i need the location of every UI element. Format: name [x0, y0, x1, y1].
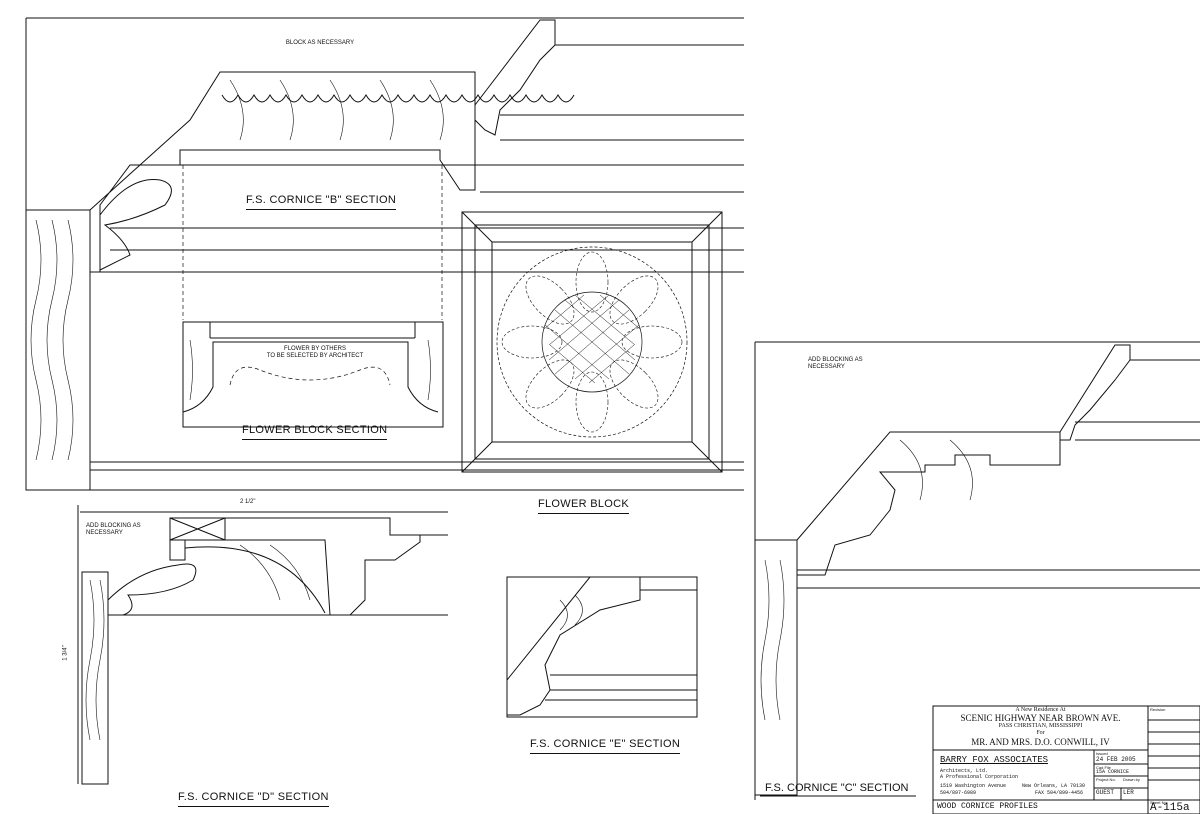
firm-city: New Orleans, LA 70130 [1022, 783, 1086, 789]
flower-block-section-label: FLOWER BLOCK SECTION [242, 424, 388, 440]
firm-name: BARRY FOX ASSOCIATES [940, 755, 1049, 765]
block-note: BLOCK AS NECESSARY [285, 40, 355, 46]
cornice-e-drawing [506, 576, 698, 718]
blocking-note-d: ADD BLOCKING AS NECESSARY [86, 523, 141, 536]
dimension-width: 2 1/2" [240, 499, 256, 505]
cornice-c-label: F.S. CORNICE "C" SECTION [765, 782, 909, 794]
flower-note-line1: FLOWER BY OTHERS [284, 346, 346, 352]
blocking-note-c: ADD BLOCKING AS NECESSARY [808, 357, 863, 370]
project-name: SCENIC HIGHWAY NEAR BROWN AVE. [960, 713, 1121, 723]
for-label: For [1036, 730, 1045, 736]
firm-line2: A Professional Corporation [940, 774, 1019, 780]
project-location: PASS CHRISTIAN, MISSISSIPPI [998, 723, 1083, 729]
cad-value: 15A CORNICE [1096, 769, 1130, 775]
revision-label: Revision [1150, 707, 1166, 712]
title-block-frame [932, 705, 1200, 814]
drawn-label: Drawn by [1123, 777, 1140, 782]
cornice-d-drawing [77, 505, 448, 785]
firm-address: 1519 Washington Avenue [940, 783, 1007, 789]
sheet-number: A-115a [1150, 802, 1190, 814]
date-label: Issued [1096, 751, 1108, 756]
flower-note-line2: TO BE SELECTED BY ARCHITECT [266, 353, 364, 359]
firm-fax: FAX 504/899-4456 [1035, 790, 1084, 796]
date-value: 24 FEB 2005 [1096, 756, 1136, 763]
client-name: MR. AND MRS. D.O. CONWILL, IV [971, 737, 1110, 747]
cad-label: Cad File [1096, 765, 1111, 770]
firm-line1: Architects, Ltd. [940, 768, 989, 774]
sheet-no-label: Sheet No. [1150, 800, 1168, 805]
dimension-height: 1 3/4" [62, 645, 69, 661]
project-pre: A New Residence At [1015, 707, 1066, 713]
firm-phone: 504/897-6989 [940, 790, 977, 796]
flower-block-drawing [461, 211, 723, 473]
cornice-e-label: F.S. CORNICE "E" SECTION [530, 738, 681, 754]
cornice-c-drawing [754, 341, 1200, 800]
sheet-title: WOOD CORNICE PROFILES [937, 802, 1038, 811]
cornice-b-label: F.S. CORNICE "B" SECTION [246, 194, 397, 210]
cornice-b-drawing [25, 19, 744, 491]
cornice-d-label: F.S. CORNICE "D" SECTION [178, 791, 329, 807]
flower-block-label: FLOWER BLOCK [538, 498, 630, 514]
project-no-label: Project No. [1096, 777, 1116, 782]
drawn-value: LER [1123, 789, 1134, 796]
project-no-value: GUEST [1096, 789, 1115, 796]
flower-block-section-drawing [182, 321, 444, 428]
